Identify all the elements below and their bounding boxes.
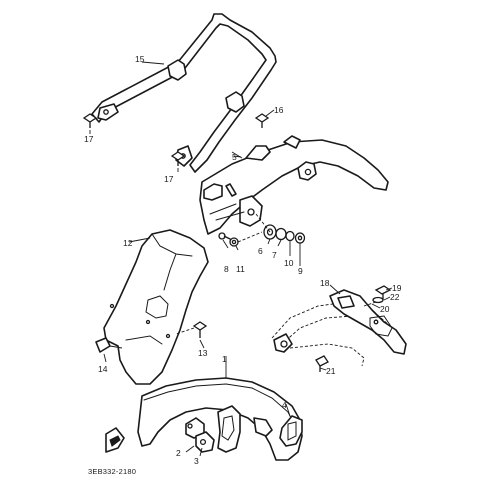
callout-5: 5: [232, 152, 237, 162]
leader-lines: [89, 61, 393, 457]
callout-22: 22: [390, 292, 400, 302]
callout-20: 20: [380, 304, 390, 314]
bracket-part-4: [279, 415, 303, 447]
callout-15: 15: [135, 54, 145, 64]
drawing-code: 3EB332-2180: [88, 467, 136, 476]
bolt-markers: [82, 113, 270, 166]
emblem-badge: [105, 427, 125, 453]
front-fender: [137, 356, 303, 461]
callout-2: 2: [176, 448, 181, 458]
callout-18: 18: [320, 278, 330, 288]
grab-bar: [91, 13, 277, 173]
callout-3: 3: [194, 456, 199, 466]
callout-21: 21: [326, 366, 336, 376]
callout-10: 10: [284, 258, 294, 268]
callout-19: 19: [392, 283, 402, 293]
callout-8: 8: [224, 264, 229, 274]
callout-14: 14: [98, 364, 108, 374]
rear-fender-lower: [271, 285, 407, 372]
callout-7: 7: [272, 250, 277, 260]
callout-1: 1: [222, 354, 227, 364]
callout-4: 4: [282, 400, 287, 410]
callout-labels: 15 16 17 17 5 12 8 11 6 7 10 9 18 19 22 …: [84, 54, 402, 476]
inner-fender: [95, 229, 209, 385]
callout-13: 13: [198, 348, 208, 358]
mounting-hardware: [218, 213, 306, 247]
rear-fender: [199, 135, 389, 235]
callout-9: 9: [298, 266, 303, 276]
callout-16: 16: [274, 105, 284, 115]
callout-11: 11: [236, 264, 245, 274]
callout-17-left: 17: [84, 134, 94, 144]
callout-17-center: 17: [164, 174, 174, 184]
callout-12: 12: [123, 238, 133, 248]
callout-6: 6: [258, 246, 263, 256]
